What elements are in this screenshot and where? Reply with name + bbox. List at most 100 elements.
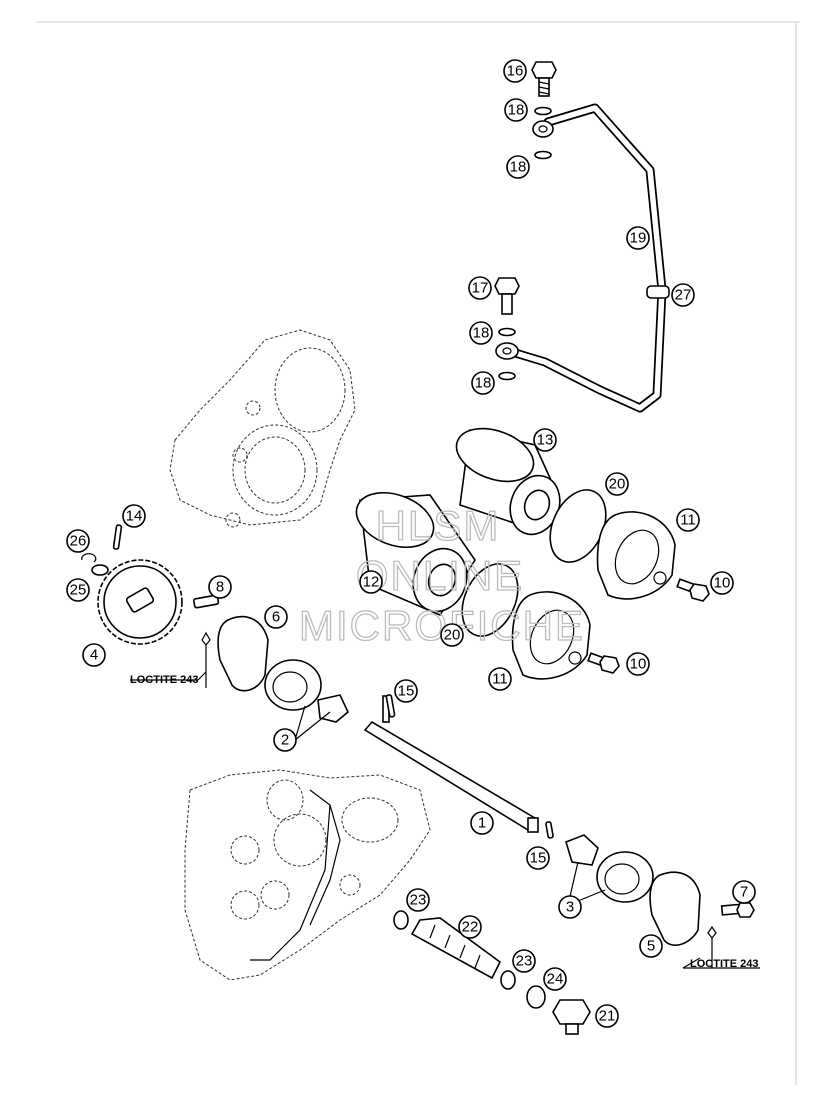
svg-text:10: 10: [630, 656, 647, 673]
svg-text:4: 4: [90, 647, 98, 664]
loctite-label-left: LOCTITE 243: [130, 674, 198, 686]
cover-bolt-lower: [587, 652, 620, 674]
filter-cover-lower: [511, 591, 591, 680]
callout-17: 17: [468, 276, 492, 300]
svg-text:ONLINE: ONLINE: [356, 552, 524, 599]
callout-15-lower: 15: [526, 846, 550, 870]
svg-text:19: 19: [630, 230, 647, 247]
callout-24: 24: [543, 967, 567, 991]
callout-14: 14: [122, 504, 146, 528]
callout-5: 5: [639, 934, 663, 958]
callout-20-upper: 20: [605, 472, 629, 496]
callout-1: 1: [470, 811, 494, 835]
callout-11-lower: 11: [488, 667, 512, 691]
svg-text:25: 25: [70, 582, 87, 599]
svg-text:11: 11: [492, 671, 508, 688]
watermark: HLSM ONLINE MICROFICHE: [298, 501, 585, 649]
oil-screen: [410, 917, 502, 980]
svg-text:14: 14: [126, 508, 143, 525]
svg-text:18: 18: [475, 375, 492, 392]
callout-23-upper: 23: [406, 888, 430, 912]
callout-22: 22: [458, 915, 482, 939]
callout-19: 19: [626, 226, 650, 250]
callout-4: 4: [82, 643, 106, 667]
o-ring-23-lower: [500, 970, 516, 990]
svg-text:26: 26: [70, 533, 87, 550]
loctite-label-right: LOCTITE 243: [690, 958, 758, 970]
callout-27: 27: [671, 283, 695, 307]
drain-plug: [552, 999, 591, 1035]
callout-12: 12: [359, 570, 383, 594]
oil-pump-gear: [97, 559, 183, 645]
bolt-7: [707, 902, 755, 968]
svg-text:15: 15: [398, 683, 415, 700]
svg-text:11: 11: [680, 512, 696, 529]
svg-text:22: 22: [462, 919, 479, 936]
engine-housing-lower: [184, 769, 431, 981]
svg-text:15: 15: [530, 850, 547, 867]
svg-text:16: 16: [507, 63, 524, 80]
callout-15-upper: 15: [394, 679, 418, 703]
svg-text:5: 5: [647, 938, 655, 955]
pump-cover-gasket: [217, 615, 269, 692]
o-ring-24: [526, 985, 546, 1009]
svg-text:13: 13: [537, 432, 554, 449]
callout-21: 21: [595, 1004, 619, 1028]
svg-text:8: 8: [216, 579, 224, 596]
svg-text:HLSM: HLSM: [376, 502, 501, 549]
callout-11-upper: 11: [676, 508, 700, 532]
leader-lines: [130, 671, 760, 969]
callout-10-upper: 10: [710, 571, 734, 595]
svg-text:10: 10: [714, 575, 731, 592]
svg-text:23: 23: [410, 892, 427, 909]
svg-text:7: 7: [740, 884, 748, 901]
callout-7: 7: [732, 880, 756, 904]
callout-18-c: 18: [469, 321, 493, 345]
oil-filter-front: [355, 492, 476, 617]
svg-text:6: 6: [272, 609, 280, 626]
o-ring-lower: [461, 563, 519, 637]
svg-text:18: 18: [508, 102, 525, 119]
callout-23-lower: 23: [512, 949, 536, 973]
banjo-bolt-upper: [531, 61, 557, 160]
svg-text:20: 20: [444, 627, 461, 644]
svg-text:17: 17: [472, 280, 489, 297]
oil-filter-rear: [455, 427, 562, 536]
pump-cover-gasket-right: [649, 871, 701, 946]
cover-bolt-upper: [676, 578, 710, 602]
callout-2: 2: [273, 728, 297, 752]
svg-text:18: 18: [510, 159, 527, 176]
dowel-pin-15-lower: [545, 821, 554, 839]
callout-25: 25: [66, 578, 90, 602]
o-ring-23-upper: [393, 910, 409, 930]
callout-18-a: 18: [504, 98, 528, 122]
svg-text:24: 24: [547, 971, 564, 988]
filter-cover-upper: [596, 511, 676, 600]
svg-text:3: 3: [566, 899, 574, 916]
callout-3: 3: [558, 895, 582, 919]
stud-8: [193, 594, 220, 688]
svg-text:23: 23: [516, 953, 533, 970]
callouts: 1 2 3 4 5 6 7 8 10 10 11 11 12 13 14 15 …: [66, 59, 756, 1028]
svg-text:27: 27: [675, 287, 692, 304]
svg-text:1: 1: [478, 815, 486, 832]
svg-text:MICROFICHE: MICROFICHE: [299, 602, 585, 649]
callout-6: 6: [264, 605, 288, 629]
dowel-pin-15-upper: [385, 694, 396, 718]
pump-rotor-3: [565, 834, 654, 903]
callout-8: 8: [208, 575, 232, 599]
callout-18-d: 18: [471, 371, 495, 395]
circlip: [81, 553, 97, 563]
svg-text:18: 18: [473, 325, 490, 342]
svg-text:12: 12: [363, 574, 380, 591]
banjo-bolt-lower: [494, 277, 520, 381]
callout-26: 26: [66, 529, 90, 553]
engine-housing-upper: [169, 329, 356, 528]
svg-text:2: 2: [281, 732, 289, 749]
svg-text:21: 21: [599, 1008, 616, 1025]
oil-line-pipe: [507, 103, 670, 413]
washer-25: [91, 564, 109, 576]
callout-18-b: 18: [506, 155, 530, 179]
callout-16: 16: [503, 59, 527, 83]
